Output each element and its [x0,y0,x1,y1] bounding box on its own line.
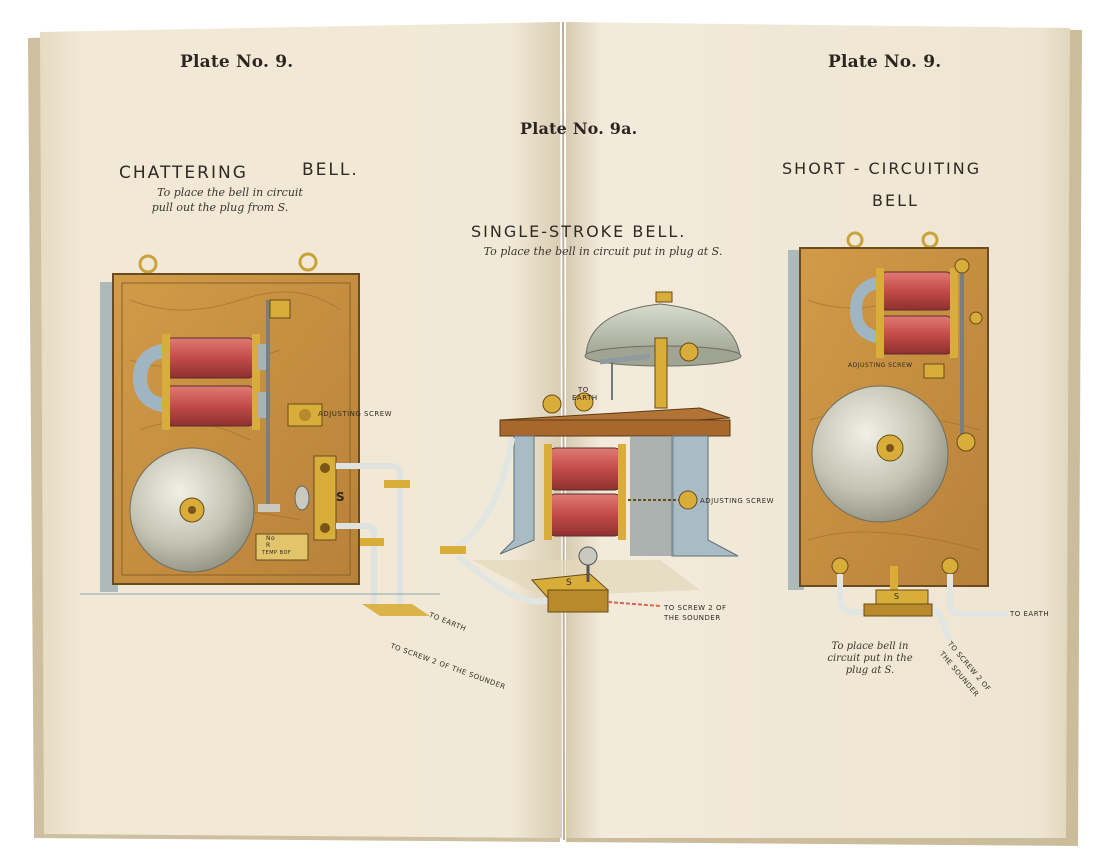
short-circuiting-note-line1: To place bell in [831,641,909,652]
chattering-title-bell: BELL. [302,160,359,180]
short-circuiting-adjusting-screw-label: ADJUSTING SCREW [848,362,913,369]
single-stroke-adjusting-screw-label: ADJUSTING SCREW [700,497,775,505]
short-circuiting-to-earth: TO EARTH [1010,610,1050,618]
short-circuiting-bell-illustration [788,231,1008,642]
short-circuiting-title-bell: BELL [872,191,919,210]
short-circuiting-plug-letter: S [894,592,900,601]
left-plate-number: Plate No. 9. [180,52,294,72]
chattering-plate-text1: No [266,535,276,542]
single-stroke-to-earth-1: TO [578,386,589,394]
chattering-plate-text3: TEMP BOF [262,550,292,556]
short-circuiting-note-line3: plug at S. [845,665,895,676]
chattering-title: CHATTERING [119,163,248,183]
chattering-note-line1: To place the bell in circuit [157,186,303,199]
single-stroke-title: SINGLE-STROKE BELL. [471,222,687,241]
chattering-note-line2: pull out the plug from S. [151,201,289,214]
single-stroke-bell-illustration [440,291,742,613]
chattering-adjusting-screw-label: ADJUSTING SCREW [318,410,393,418]
short-circuiting-title: SHORT - CIRCUITING [782,159,982,178]
chattering-plug-letter: S [336,490,346,504]
short-circuiting-note-line2: circuit put in the [827,653,913,664]
chattering-bell-illustration [80,252,440,616]
single-stroke-note: To place the bell in circuit put in plug… [483,245,723,258]
single-stroke-plug-letter: S [566,578,573,588]
right-plate-number: Plate No. 9. [828,52,942,72]
center-plate-number: Plate No. 9a. [520,119,638,138]
single-stroke-to-sounder-2: THE SOUNDER [664,614,721,622]
single-stroke-to-earth-2: EARTH [572,394,598,402]
single-stroke-to-sounder-1: TO SCREW 2 OF [664,604,727,612]
chattering-plate-text2: R [266,542,271,549]
